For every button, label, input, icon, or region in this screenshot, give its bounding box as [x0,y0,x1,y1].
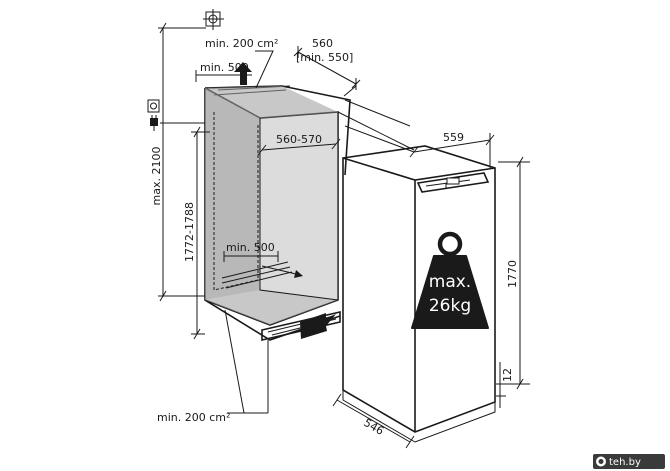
dim-1772-1788: 1772-1788 [183,126,210,340]
weight-value: 26kg [429,296,471,316]
label-560-570: 560-570 [276,133,322,146]
label-min-200-bottom: min. 200 cm² [157,411,230,424]
ground-symbol-icon [203,9,224,30]
label-12: 12 [501,368,514,382]
label-1770: 1770 [506,260,519,288]
callout-min-200-top: min. 200 cm² [205,37,278,89]
extension-lines [337,99,415,151]
weight-max-label: max. [429,272,471,292]
label-min-550: [min. 550] [296,51,353,64]
dim-max-2100: max. 2100 [150,22,206,302]
weight-icon: max. 26kg [411,231,489,329]
power-socket-icon [147,99,160,113]
callout-min-200-bottom: min. 200 cm² [157,309,269,424]
label-max-2100: max. 2100 [150,147,163,206]
vent-arrow-mid [261,265,303,278]
label-559: 559 [443,131,464,144]
niche-cabinet [204,85,351,342]
watermark-text: teh.by [609,457,641,468]
dim-12: 12 [496,362,514,408]
dim-min-500-mid: min. 500 [223,241,279,262]
vent-arrow-top [234,62,252,85]
power-plug-icon [150,115,158,131]
label-min-200-top: min. 200 cm² [205,37,278,50]
appliance-fridge [342,145,496,443]
dim-min-500-top: min. 500 [195,61,252,82]
dim-546: 546 [332,393,415,449]
dim-560: 560 [min. 550] [293,37,361,97]
watermark: teh.by [593,454,665,469]
dim-1770: 1770 [498,156,530,390]
label-546: 546 [361,416,386,438]
label-1772-1788: 1772-1788 [183,202,196,262]
dim-560-570: 560-570 [257,133,341,156]
label-min-500-mid: min. 500 [226,241,275,254]
vent-arrow-bottom [300,313,336,339]
dim-559: 559 [344,125,495,168]
label-560: 560 [312,37,333,50]
label-min-500-top: min. 500 [200,61,249,74]
